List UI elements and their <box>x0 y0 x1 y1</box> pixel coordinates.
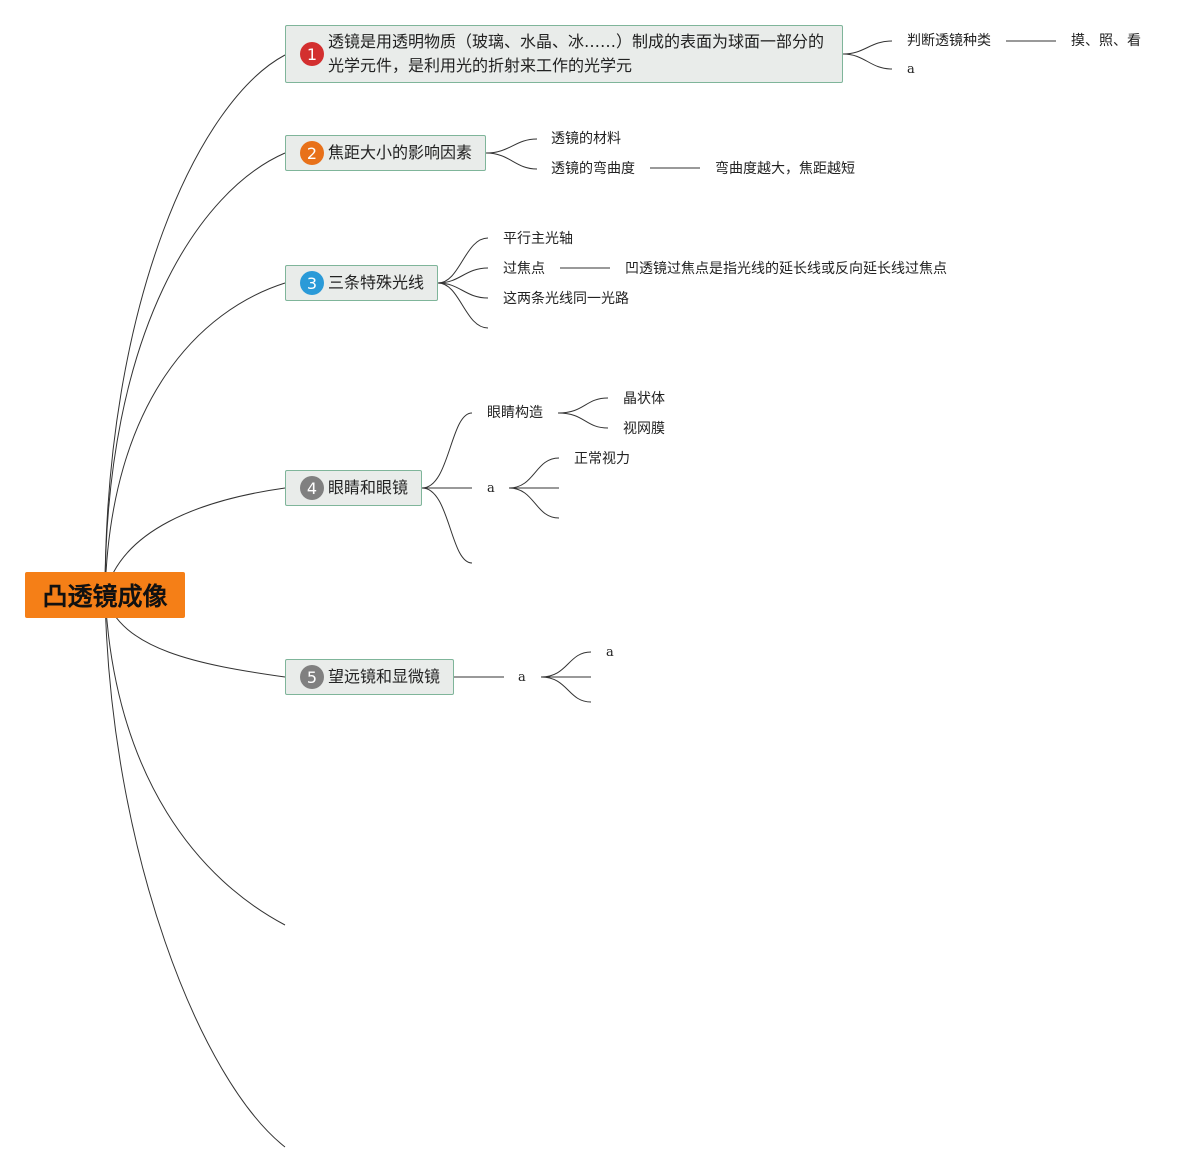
subtopic-crystalline-lens[interactable]: 晶状体 <box>623 391 665 407</box>
topic-3[interactable]: 3 三条特殊光线 <box>285 265 438 301</box>
topic-4-label: 眼睛和眼镜 <box>328 478 409 497</box>
root-topic[interactable]: 凸透镜成像 <box>25 572 185 618</box>
number-badge-2: 2 <box>300 141 324 165</box>
subtopic-parallel-axis[interactable]: 平行主光轴 <box>503 231 573 247</box>
topic-3-label: 三条特殊光线 <box>328 273 425 292</box>
topic-1-line2: 光学元件，是利用光的折射来工作的光学元 <box>328 56 633 75</box>
number-badge-4: 4 <box>300 476 324 500</box>
subtopic-a-child[interactable]: a <box>606 645 614 660</box>
subtopic-lens-curvature[interactable]: 透镜的弯曲度 <box>551 161 635 177</box>
subtopic-same-path[interactable]: 这两条光线同一光路 <box>503 291 629 307</box>
number-badge-3: 3 <box>300 271 324 295</box>
subtopic-concave-focus-note[interactable]: 凹透镜过焦点是指光线的延长线或反向延长线过焦点 <box>625 261 947 277</box>
number-badge-5: 5 <box>300 665 324 689</box>
subtopic-lens-material[interactable]: 透镜的材料 <box>551 131 621 147</box>
topic-4[interactable]: 4 眼睛和眼镜 <box>285 470 422 506</box>
topic-2[interactable]: 2 焦距大小的影响因素 <box>285 135 486 171</box>
subtopic-retina[interactable]: 视网膜 <box>623 421 665 437</box>
subtopic-a[interactable]: a <box>907 62 915 77</box>
topic-1-line1: 透镜是用透明物质（玻璃、水晶、冰……）制成的表面为球面一部分的 <box>328 32 825 51</box>
topic-1[interactable]: 1 透镜是用透明物质（玻璃、水晶、冰……）制成的表面为球面一部分的 光学元件，是… <box>285 25 843 83</box>
number-badge-1: 1 <box>300 42 324 66</box>
topic-1-text: 透镜是用透明物质（玻璃、水晶、冰……）制成的表面为球面一部分的 光学元件，是利用… <box>328 30 824 78</box>
topic-2-label: 焦距大小的影响因素 <box>328 143 473 162</box>
subtopic-eye-structure[interactable]: 眼睛构造 <box>487 405 543 421</box>
subtopic-normal-vision[interactable]: 正常视力 <box>574 451 630 467</box>
topic-5-label: 望远镜和显微镜 <box>328 667 441 686</box>
root-label: 凸透镜成像 <box>42 582 168 611</box>
topic-5[interactable]: 5 望远镜和显微镜 <box>285 659 454 695</box>
subtopic-through-focus[interactable]: 过焦点 <box>503 261 545 277</box>
subtopic-a[interactable]: a <box>518 670 526 685</box>
subtopic-lens-type[interactable]: 判断透镜种类 <box>907 33 991 49</box>
subtopic-a[interactable]: a <box>487 481 495 496</box>
subtopic-curvature-rule[interactable]: 弯曲度越大，焦距越短 <box>715 161 855 177</box>
subtopic-lens-type-method[interactable]: 摸、照、看 <box>1071 33 1141 49</box>
